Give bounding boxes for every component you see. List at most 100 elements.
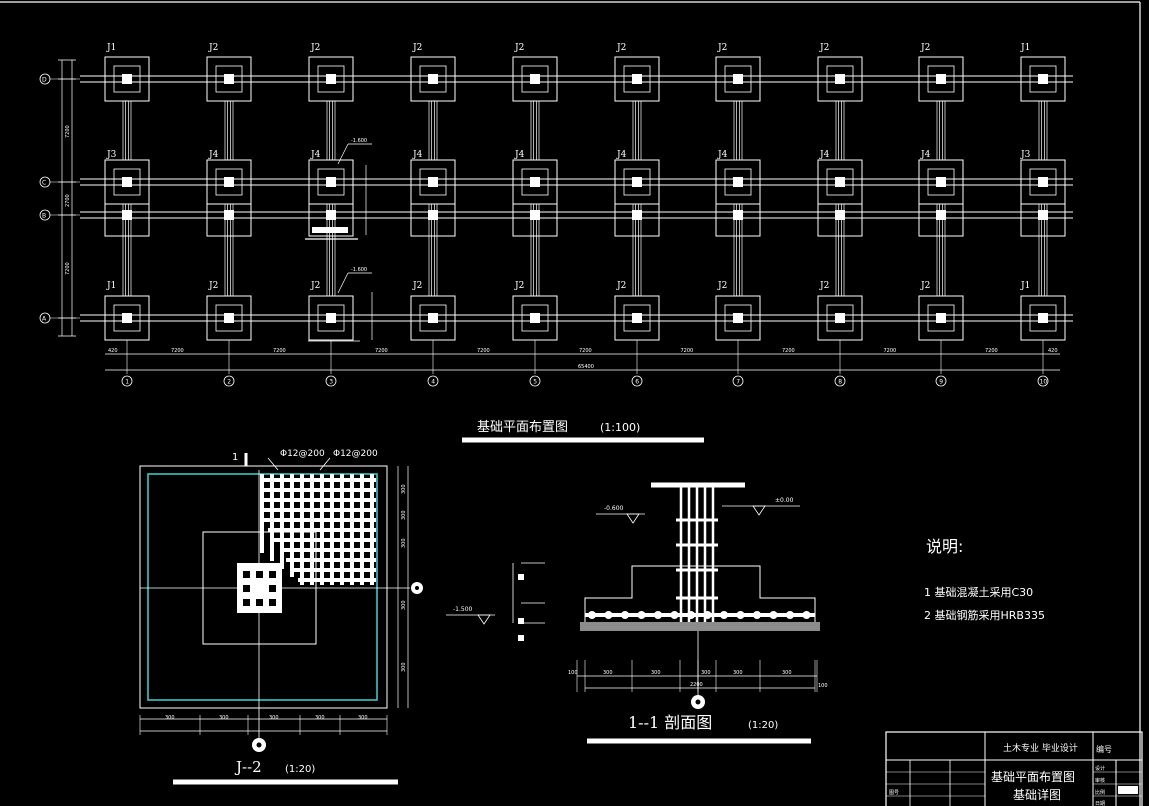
rebar-mesh bbox=[260, 474, 376, 585]
span-dim: 7200 bbox=[171, 348, 184, 354]
footing-label: J2 bbox=[412, 43, 422, 53]
column-square bbox=[733, 313, 743, 323]
j2-side-profile: -1.500 bbox=[446, 562, 545, 641]
col-axis-label: 6 bbox=[635, 379, 639, 386]
combined-footing bbox=[206, 159, 252, 237]
column-square bbox=[936, 313, 946, 323]
col-axis-bubble bbox=[121, 375, 133, 387]
section-column bbox=[676, 485, 718, 622]
footing-label: J4 bbox=[616, 150, 627, 160]
column-square bbox=[224, 313, 234, 323]
footing-inner bbox=[113, 168, 141, 196]
j2-dim-value: 300 bbox=[358, 715, 368, 721]
combined-footing bbox=[1020, 159, 1066, 237]
j2-dim-value: 300 bbox=[315, 715, 325, 721]
rebar-dot bbox=[604, 611, 613, 619]
footing-inner bbox=[419, 168, 447, 196]
footing-inner bbox=[215, 65, 243, 93]
footing-inner bbox=[521, 65, 549, 93]
footing-label: J4 bbox=[819, 150, 830, 160]
cell-code: 编号 bbox=[1096, 744, 1112, 754]
column-square bbox=[632, 177, 642, 187]
cell-design: 设计 bbox=[1095, 765, 1105, 772]
column-square bbox=[530, 74, 540, 84]
footing-label: J4 bbox=[514, 150, 525, 160]
edge-dim: 420 bbox=[1048, 348, 1058, 354]
combined-footing bbox=[308, 159, 354, 237]
footing-inner bbox=[826, 65, 854, 93]
elev-leader bbox=[337, 143, 349, 165]
column-square bbox=[428, 210, 438, 220]
col-axis-bubble bbox=[427, 375, 439, 387]
section-total: 2200 bbox=[690, 682, 703, 688]
column-square bbox=[326, 74, 336, 84]
j2-elev: -1.500 bbox=[453, 606, 473, 613]
col-axis-bubble bbox=[529, 375, 541, 387]
column-square bbox=[936, 177, 946, 187]
footing-label: J3 bbox=[106, 150, 117, 160]
rebar-dot bbox=[736, 611, 745, 619]
footing-label: J2 bbox=[717, 281, 727, 291]
footing-inner bbox=[927, 65, 955, 93]
footing-inner bbox=[419, 65, 447, 93]
j2-side-dim: 300 bbox=[401, 662, 407, 672]
footing-label: J2 bbox=[310, 43, 320, 53]
col-axis-label: 4 bbox=[431, 379, 435, 386]
footing-label: J2 bbox=[717, 43, 727, 53]
combined-footing bbox=[104, 159, 150, 237]
cell-date: 日期 bbox=[1095, 801, 1105, 806]
footing-inner bbox=[419, 304, 447, 332]
column-square bbox=[835, 313, 845, 323]
plan-scale: (1:100) bbox=[600, 421, 640, 434]
column-square bbox=[632, 74, 642, 84]
row-axis-label: A bbox=[42, 316, 47, 323]
col-axis-label: 8 bbox=[838, 379, 842, 386]
column-square bbox=[122, 313, 132, 323]
column-square bbox=[530, 177, 540, 187]
column-square bbox=[326, 210, 336, 220]
footing-label: J4 bbox=[310, 150, 321, 160]
rebar-label-1: Φ12@200 bbox=[280, 449, 325, 459]
combined-footing bbox=[817, 159, 863, 237]
footing-label: J1 bbox=[106, 281, 116, 291]
column-square bbox=[224, 177, 234, 187]
footing-label: J4 bbox=[920, 150, 931, 160]
footing-outline bbox=[584, 565, 816, 622]
col-axis-label: 9 bbox=[939, 379, 943, 386]
column-square bbox=[326, 177, 336, 187]
footing-label: J2 bbox=[819, 281, 829, 291]
footing-label: J4 bbox=[412, 150, 423, 160]
footing-inner bbox=[623, 65, 651, 93]
column-square bbox=[122, 74, 132, 84]
col-axis-bubble bbox=[223, 375, 235, 387]
footing-label: J1 bbox=[1020, 281, 1030, 291]
footing-label: J1 bbox=[1020, 43, 1030, 53]
span-dim: 7200 bbox=[375, 348, 388, 354]
footing-inner bbox=[1029, 304, 1057, 332]
j2-dim-value: 300 bbox=[269, 715, 279, 721]
rebar-dot bbox=[687, 611, 695, 619]
footing-inner bbox=[927, 304, 955, 332]
drawing-name-1: 基础平面布置图 bbox=[991, 770, 1075, 784]
column-square bbox=[632, 313, 642, 323]
rebar-dot bbox=[621, 611, 629, 619]
column-square bbox=[835, 177, 845, 187]
col-axis-bubble bbox=[935, 375, 947, 387]
column-square bbox=[733, 210, 743, 220]
span-dim: 7200 bbox=[985, 348, 998, 354]
footing-inner bbox=[1029, 65, 1057, 93]
footing-label: J4 bbox=[208, 150, 219, 160]
footing-label: J2 bbox=[514, 281, 524, 291]
footing-inner bbox=[215, 168, 243, 196]
column-square bbox=[1038, 74, 1048, 84]
rebar-dot bbox=[802, 611, 811, 619]
column-square bbox=[530, 313, 540, 323]
column-square bbox=[224, 74, 234, 84]
row-axis-label: D bbox=[42, 77, 47, 84]
combined-footing bbox=[715, 159, 761, 237]
j2-outer-outline bbox=[139, 465, 388, 709]
edge-dim: 420 bbox=[108, 348, 118, 354]
col-axis-bubble bbox=[1037, 375, 1049, 387]
